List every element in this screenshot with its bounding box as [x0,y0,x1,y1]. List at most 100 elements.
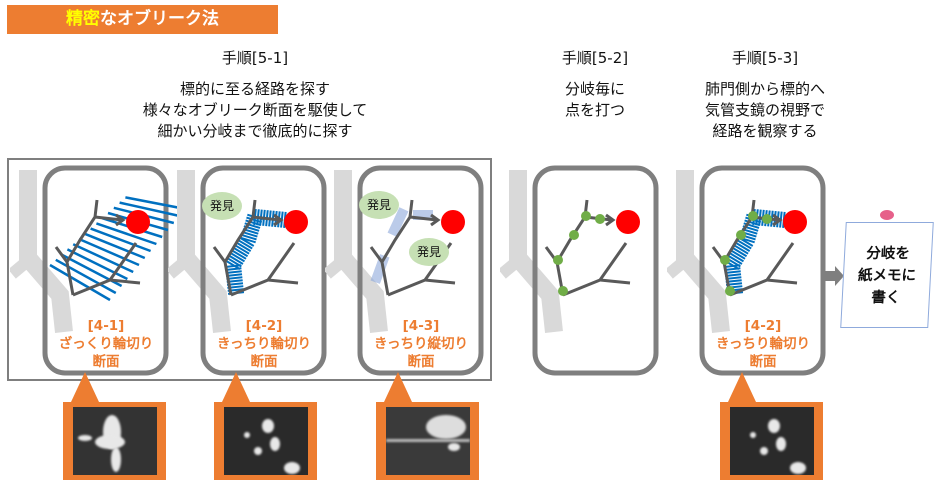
bronchial-tree [54,199,141,297]
section-slice [744,219,761,227]
card-4-1: [4-1] ざっくり輪切り断面 [10,160,180,380]
ct-thumbnail-4-3 [376,372,479,480]
section-slice [119,201,180,218]
step-5-1: 手順[5-1] 標的に至る経路を探す 様々なオブリーク断面を駆使して 細かい分岐… [60,48,450,142]
step-line: 様々なオブリーク断面を駆使して [142,101,368,119]
step-line: 標的に至る経路を探す [179,80,330,98]
card-label-line: きっちり輪切り [217,336,311,352]
step-line: 点を打つ [564,101,625,119]
branch-point-dot [725,286,735,296]
push-pin-icon [880,210,894,220]
section-slice [240,233,257,241]
title-text: なオブリーク法 [100,9,219,29]
card-label-line: 断面 [250,354,278,370]
section-slice [727,254,743,265]
target-lesion [441,210,465,234]
card-label-line: 断面 [92,354,120,370]
section-slice [72,243,134,274]
step-line: 肺門側から標的へ [704,80,825,98]
card-4-3: [4-3]きっちり縦切り断面 発見発見 [325,160,495,380]
section-slice [66,248,128,281]
step-line: 細かい分岐まで徹底的に探す [157,122,353,140]
branch-point-dot [558,286,568,296]
section-slice [729,252,745,263]
step-line: 経路を観察する [712,122,818,140]
card-label-line: [4-1] [87,318,125,334]
section-slice [233,247,249,258]
step-line: 分岐毎に [564,80,625,98]
card-label-line: 断面 [749,354,777,370]
section-slice [236,242,252,252]
branch-point-dot [553,255,563,265]
ct-image [730,407,814,475]
section-slice [730,249,746,260]
card-frame [532,165,659,376]
title-bar: 精密なオブリーク法 [7,5,278,34]
section-slice [225,260,241,270]
section-slice [227,257,242,268]
section-slice [230,252,246,263]
branch-point-dot [581,211,591,221]
found-speech-bubble: 発見 [409,238,449,266]
card-branch-points [500,160,670,380]
callout-pointer [71,372,99,402]
callout-pointer [384,372,412,402]
step-head: 手順[5-3] [731,49,799,67]
card-label-line: ざっくり輪切り [58,336,154,352]
section-slice [237,239,253,250]
branch-point-dot [720,255,730,265]
step-head: 手順[5-1] [221,49,289,67]
paper-memo-note: 分岐を 紙メモに 書く [840,222,934,328]
section-slice [228,254,244,265]
ct-thumbnail-4-1 [63,372,166,480]
target-lesion [284,210,308,234]
ct-image [386,407,470,475]
branch-point-dot [569,230,579,240]
card-label: [4-3]きっちり縦切り断面 [355,317,487,371]
card-label: [4-2]きっちり輪切り断面 [697,317,829,371]
section-slice [125,196,180,210]
step-line: 気管支鏡の視野で [704,101,825,119]
note-line: 分岐を [865,246,911,262]
title-highlight: 精密 [66,9,100,29]
trachea-shape [500,170,563,333]
section-slice [55,258,117,295]
section-slice [732,247,748,258]
card-frame [357,165,484,376]
step-5-3: 手順[5-3] 肺門側から標的へ 気管支鏡の視野で 経路を観察する [670,48,860,142]
card-label-line: [4-3] [402,318,440,334]
bronchial-tree [212,199,299,297]
card-label: [4-1] ざっくり輪切り断面 [40,317,172,371]
branch-point-dot [736,230,746,240]
section-slice [234,244,250,255]
section-slice [240,236,256,244]
card-frame [42,165,169,376]
arrow-right-icon [825,266,844,286]
section-slice [90,227,152,253]
callout-pointer [728,372,756,402]
card-frame [699,165,826,376]
branch-point-dot [748,211,758,221]
ct-thumbnail-5-3 [720,372,823,480]
ct-image [73,407,157,475]
target-lesion [126,210,150,234]
target-lesion [616,210,640,234]
card-label-line: きっちり輪切り [716,336,810,352]
longitudinal-slices [370,207,433,284]
section-slice [245,219,262,227]
note-line: 紙メモに [857,268,917,284]
found-speech-bubble: 発見 [359,191,399,219]
section-slice [84,232,146,260]
section-slice [733,244,749,255]
branch-point-dot [762,214,772,224]
section-slice [735,242,751,252]
ct-image [224,407,308,475]
section-slice [736,239,752,250]
found-speech-bubble: 発見 [202,192,242,220]
card-label-line: [4-2] [245,318,283,334]
trachea-shape [667,170,730,333]
section-slice [49,263,111,302]
card-label-line: 断面 [407,354,435,370]
note-line: 書く [870,290,901,306]
